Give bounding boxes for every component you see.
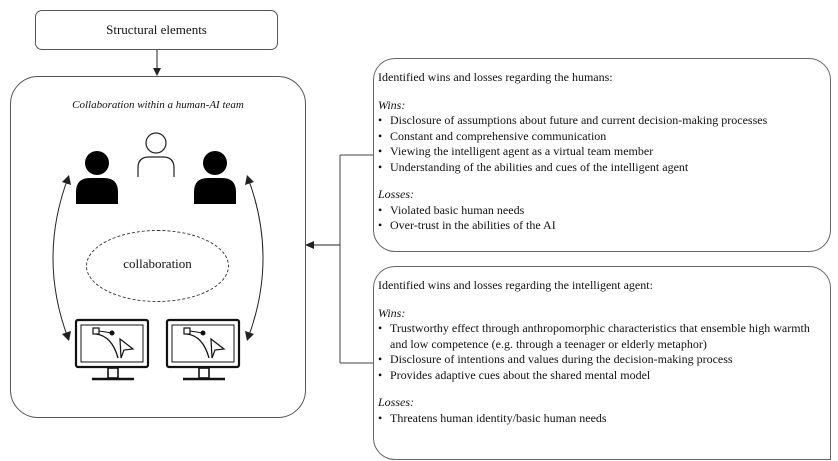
agent-losses-list: Threatens human identity/basic human nee…	[378, 411, 826, 427]
humans-panel: Identified wins and losses regarding the…	[373, 58, 831, 252]
humans-losses-label: Losses:	[378, 187, 415, 201]
agent-win-item: Provides adaptive cues about the shared …	[378, 368, 826, 384]
panels-connector	[305, 154, 373, 364]
left-curved-double-arrow	[52, 175, 71, 341]
humans-wins-list: Disclosure of assumptions about future a…	[378, 113, 826, 175]
agent-panel: Identified wins and losses regarding the…	[373, 266, 831, 460]
humans-wins-label: Wins:	[378, 97, 406, 112]
monitor-icon	[74, 318, 150, 381]
person-filled-icon	[76, 151, 118, 204]
right-curved-double-arrow	[245, 175, 264, 341]
humans-loss-item: Violated basic human needs	[378, 203, 826, 219]
structural-to-collaboration-arrow	[153, 50, 161, 76]
agent-loss-item: Threatens human identity/basic human nee…	[378, 411, 826, 427]
monitor-icon	[165, 318, 241, 381]
humans-win-item: Constant and comprehensive communication	[378, 129, 826, 145]
collaboration-ellipse	[86, 230, 229, 302]
agent-wins-list: Trustworthy effect through anthropomorph…	[378, 321, 826, 383]
agent-heading: Identified wins and losses regarding the…	[378, 278, 653, 292]
agent-win-item: Trustworthy effect through anthropomorph…	[378, 321, 826, 352]
person-filled-icon	[194, 151, 236, 204]
structural-elements-label: Structural elements	[106, 22, 207, 37]
collaboration-title: Collaboration within a human-AI team	[72, 99, 244, 111]
humans-heading: Identified wins and losses regarding the…	[378, 70, 613, 84]
agent-losses-label: Losses:	[378, 395, 415, 409]
agent-wins-label: Wins:	[378, 305, 406, 320]
humans-losses-list: Violated basic human needs Over-trust in…	[378, 203, 826, 234]
person-outline-icon	[137, 132, 175, 177]
humans-win-item: Understanding of the abilities and cues …	[378, 160, 826, 176]
agent-win-item: Disclosure of intentions and values duri…	[378, 352, 826, 368]
collaboration-label: collaboration	[123, 256, 192, 271]
humans-win-item: Disclosure of assumptions about future a…	[378, 113, 826, 129]
structural-elements-box: Structural elements	[35, 10, 278, 50]
humans-win-item: Viewing the intelligent agent as a virtu…	[378, 144, 826, 160]
humans-loss-item: Over-trust in the abilities of the AI	[378, 218, 826, 234]
